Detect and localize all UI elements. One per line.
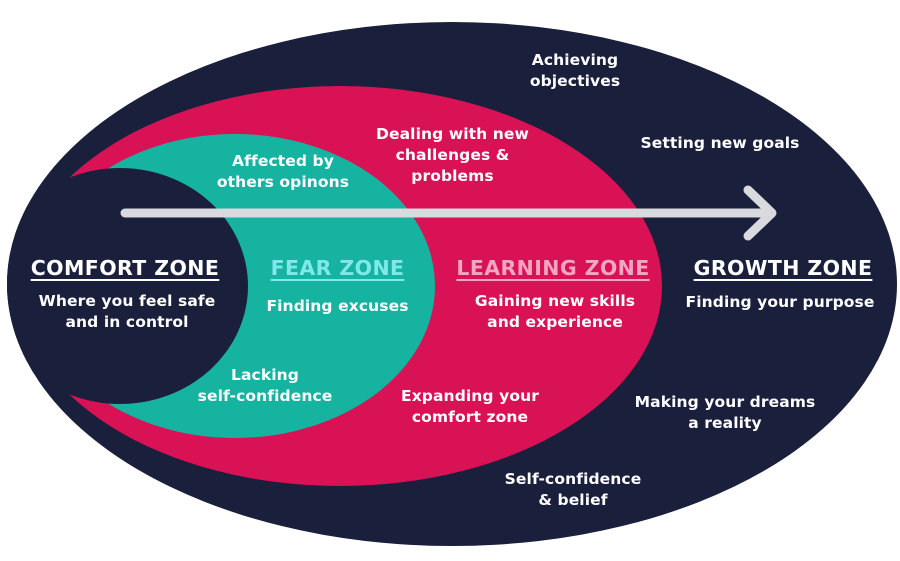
growth-zone-note-top: Achieving objectives: [529, 51, 621, 90]
comfort-zone-description: Where you feel safe and in control: [38, 292, 216, 331]
fear-zone-note-top: Affected by others opinons: [216, 152, 350, 191]
growth-zone-note-right-top: Setting new goals: [640, 134, 800, 152]
learning-zone-note-top: Dealing with new challenges & problems: [376, 125, 529, 185]
learning-zone-description: Gaining new skills and experience: [474, 292, 636, 331]
comfort-zone-shape: [7, 168, 248, 404]
comfort-zone-title: COMFORT ZONE: [30, 256, 220, 280]
fear-zone-description: Finding excuses: [266, 297, 409, 315]
fear-zone-title: FEAR ZONE: [270, 256, 405, 280]
growth-zone-title: GROWTH ZONE: [693, 256, 873, 280]
growth-zone-description: Finding your purpose: [685, 293, 875, 311]
learning-zone-note-bottom: Expanding your comfort zone: [401, 387, 539, 426]
fear-zone-note-bottom: Lacking self-confidence: [197, 366, 333, 405]
growth-zone-note-bottom: Self-confidence & belief: [504, 470, 642, 509]
learning-zone-title: LEARNING ZONE: [456, 256, 650, 280]
growth-zone-note-right-bottom: Making your dreams a reality: [634, 393, 816, 432]
right-arrow-icon: [120, 185, 777, 241]
